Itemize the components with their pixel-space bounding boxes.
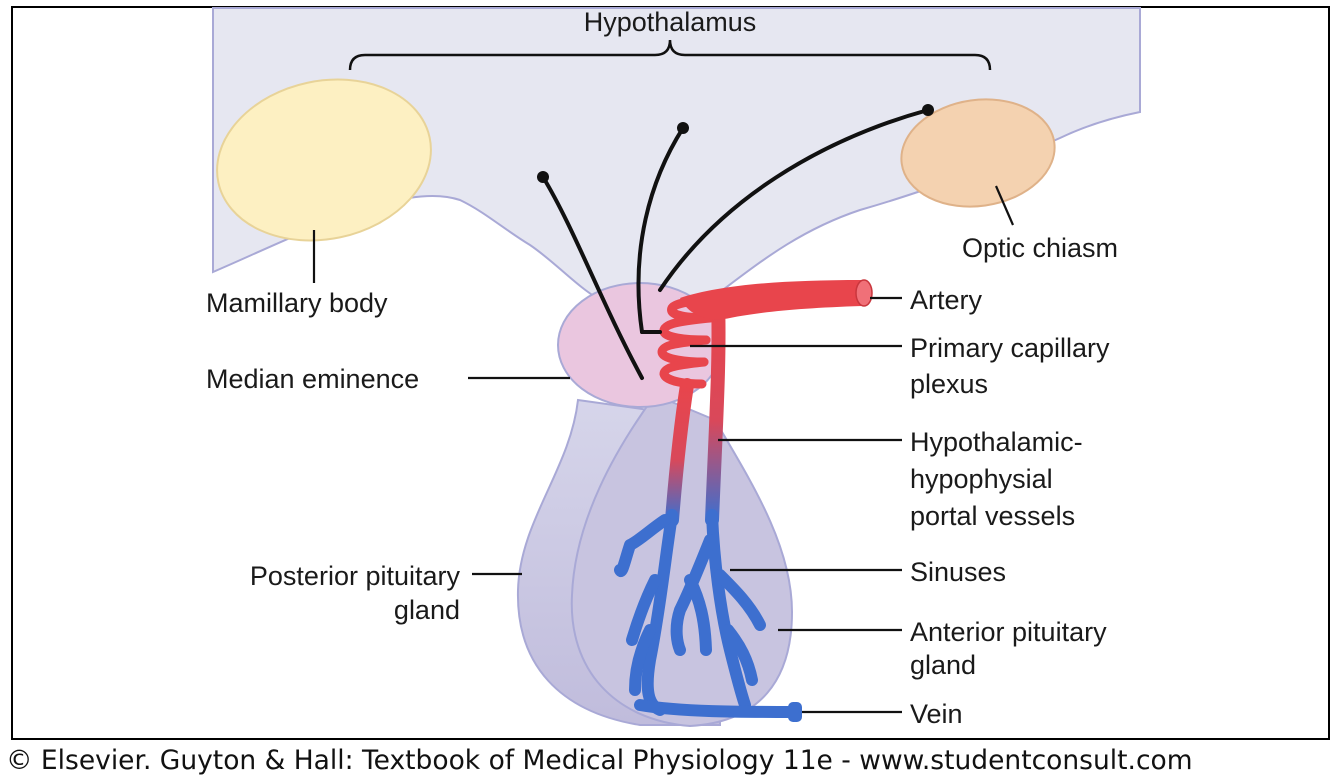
label-median-eminence: Median eminence xyxy=(206,364,419,394)
label-anterior-line2: gland xyxy=(910,650,976,680)
label-primary-capillary-line2: plexus xyxy=(910,369,988,399)
portal-vessel-right xyxy=(712,300,719,520)
label-primary-capillary-line1: Primary capillary xyxy=(910,333,1110,363)
label-anterior-line1: Anterior pituitary xyxy=(910,617,1107,647)
label-sinuses: Sinuses xyxy=(910,557,1006,587)
label-portal-line3: portal vessels xyxy=(910,501,1075,531)
label-hypothalamus: Hypothalamus xyxy=(584,7,757,37)
pituitary-portal-diagram: Hypothalamus Optic chiasm Mamillary body… xyxy=(0,0,1335,740)
label-posterior-line2: gland xyxy=(394,595,460,625)
label-vein: Vein xyxy=(910,699,963,729)
label-mamillary-body: Mamillary body xyxy=(206,288,388,318)
label-artery: Artery xyxy=(910,285,983,315)
label-portal-line2: hypophysial xyxy=(910,464,1053,494)
label-optic-chiasm: Optic chiasm xyxy=(962,233,1118,263)
copyright-credit: © Elsevier. Guyton & Hall: Textbook of M… xyxy=(6,741,1335,782)
label-portal-line1: Hypothalamic- xyxy=(910,427,1083,457)
artery-opening xyxy=(856,280,872,306)
label-posterior-line1: Posterior pituitary xyxy=(250,561,461,591)
vein-end xyxy=(788,702,802,722)
